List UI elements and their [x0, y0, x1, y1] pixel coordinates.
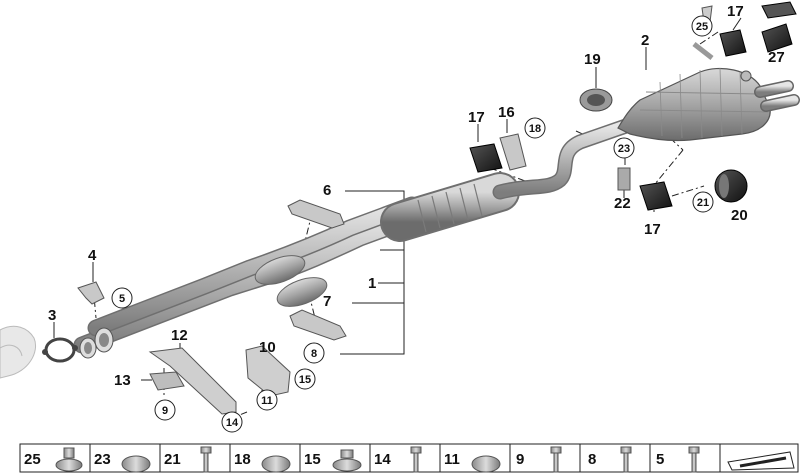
callout-labels: 1 2 3 4 6 7 10 12 13 16 17 17 17 19 20 2… [48, 3, 785, 389]
fastener-cell-8[interactable]: 8 [588, 446, 632, 473]
diagram-symbol-icon [727, 451, 795, 471]
callout-7: 7 [323, 293, 331, 310]
callout-11: 11 [261, 395, 273, 407]
callout-13: 13 [114, 372, 131, 389]
nut-icon [261, 455, 291, 473]
manifold-stub [0, 325, 36, 379]
bolt-icon [200, 446, 212, 473]
fastener-cell-23[interactable]: 23 [94, 451, 151, 473]
callout-3: 3 [48, 307, 56, 324]
callout-5: 5 [119, 293, 125, 305]
callout-16: 16 [498, 104, 515, 121]
callout-4: 4 [88, 247, 97, 264]
fastener-number: 8 [588, 451, 596, 468]
fastener-number: 18 [234, 451, 251, 468]
callout-27: 27 [768, 49, 785, 66]
fastener-number: 9 [516, 451, 524, 468]
rubber-mount-20[interactable] [714, 169, 748, 203]
callout-6: 6 [323, 182, 331, 199]
bracket-16[interactable] [499, 133, 527, 171]
fastener-number: 21 [164, 451, 181, 468]
fastener-number: 5 [656, 451, 664, 468]
bracket-7[interactable] [289, 309, 347, 341]
callout-18: 18 [529, 123, 541, 135]
callout-8: 8 [311, 348, 317, 360]
fastener-number: 15 [304, 451, 321, 468]
fastener-cell-21[interactable]: 21 [164, 446, 212, 473]
bracket-6[interactable] [287, 199, 345, 229]
clamp-19[interactable] [579, 88, 613, 112]
fastener-number: 11 [444, 451, 460, 468]
bolt-icon [620, 446, 632, 473]
fastener-number: 14 [374, 451, 391, 468]
bolt-icon [688, 446, 700, 473]
callout-10: 10 [259, 339, 276, 356]
nut-icon [121, 455, 151, 473]
flange-nut-icon [332, 449, 362, 472]
callout-19: 19 [584, 51, 601, 68]
clamp-13[interactable] [149, 371, 185, 391]
bolt-icon [550, 446, 562, 473]
leader-lines [53, 17, 778, 421]
callout-2: 2 [641, 32, 649, 49]
callout-14: 14 [226, 417, 239, 429]
fastener-cell-5[interactable]: 5 [656, 446, 700, 473]
rear-silencer[interactable] [617, 42, 800, 142]
bracket-10[interactable] [245, 345, 291, 397]
fastener-cell-25[interactable]: 25 [24, 447, 83, 472]
callout-25: 25 [696, 21, 708, 33]
center-silencer[interactable] [380, 118, 634, 242]
callout-17-rear: 17 [644, 221, 661, 238]
callout-9: 9 [162, 405, 168, 417]
fastener-number: 25 [24, 451, 41, 468]
fastener-cell-14[interactable]: 14 [374, 446, 422, 473]
trim-27[interactable] [761, 1, 797, 53]
fastener-cell-18[interactable]: 18 [234, 451, 291, 473]
nut-icon [471, 455, 501, 473]
fastener-cell-11[interactable]: 11 [444, 451, 501, 473]
callout-12: 12 [171, 327, 188, 344]
fastener-cell-15[interactable]: 15 [304, 449, 362, 472]
callout-22: 22 [614, 195, 631, 212]
fastener-cell-9[interactable]: 9 [516, 446, 562, 473]
flange-nut-icon [55, 447, 83, 472]
bracket-12[interactable] [148, 347, 237, 415]
front-pipe-assembly[interactable] [73, 196, 429, 359]
gasket-3[interactable] [42, 337, 78, 363]
callout-17-center: 17 [468, 109, 485, 126]
rubber-mount-17[interactable] [469, 29, 747, 211]
callout-21: 21 [697, 197, 709, 209]
bolt-22[interactable] [617, 167, 631, 191]
fastener-number: 23 [94, 451, 111, 468]
callout-15: 15 [299, 374, 311, 386]
callout-17-top: 17 [727, 3, 744, 20]
callout-1: 1 [368, 275, 376, 292]
bracket-4[interactable] [77, 281, 105, 305]
fastener-strip: 25 23 21 18 15 [19, 443, 799, 473]
circled-callouts [111, 15, 714, 433]
circled-callout-texts: 5 8 9 11 14 15 18 21 23 25 [119, 21, 709, 429]
callout-20: 20 [731, 207, 748, 224]
callout-23: 23 [618, 143, 630, 155]
bolt-icon [410, 446, 422, 473]
